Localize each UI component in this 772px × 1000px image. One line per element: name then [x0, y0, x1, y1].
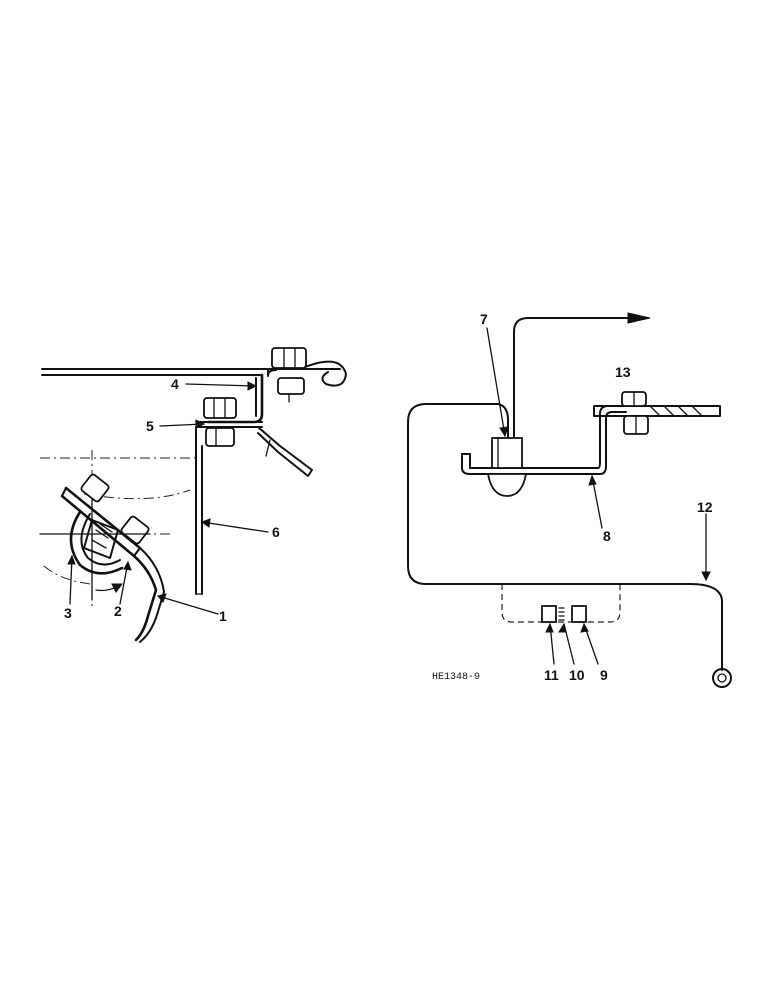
callout-10: 10	[569, 667, 585, 683]
dashed-housing	[501, 584, 621, 623]
rod-part-6	[195, 426, 203, 595]
small-components	[541, 605, 587, 623]
callout-7: 7	[480, 311, 488, 327]
sensor-part-7	[486, 437, 528, 497]
bolt-part-5	[195, 397, 263, 447]
mounting-bar	[593, 391, 721, 435]
tine-part-1	[132, 547, 165, 643]
leaders-right	[486, 327, 711, 665]
left-assembly: 4 5 6 1 2 3	[39, 347, 347, 643]
callout-1: 1	[219, 608, 227, 624]
callout-13: 13	[615, 364, 631, 380]
bolt-upper	[271, 347, 307, 403]
top-plate	[41, 360, 347, 387]
clamp-assembly	[39, 473, 151, 601]
angled-link	[257, 426, 313, 477]
callout-9: 9	[600, 667, 608, 683]
right-assembly: 7 13 8 12 11 10 9 HE1348-9	[407, 311, 732, 688]
figure-code: HE1348-9	[432, 672, 480, 683]
callout-4: 4	[171, 376, 179, 392]
leaders-left	[67, 381, 269, 615]
callout-11: 11	[544, 667, 559, 683]
wire-harness	[407, 312, 732, 688]
callout-12: 12	[697, 499, 713, 515]
callout-2: 2	[114, 603, 122, 619]
callout-8: 8	[603, 528, 611, 544]
callout-6: 6	[272, 524, 280, 540]
callout-5: 5	[146, 418, 154, 434]
callout-3: 3	[64, 605, 72, 621]
